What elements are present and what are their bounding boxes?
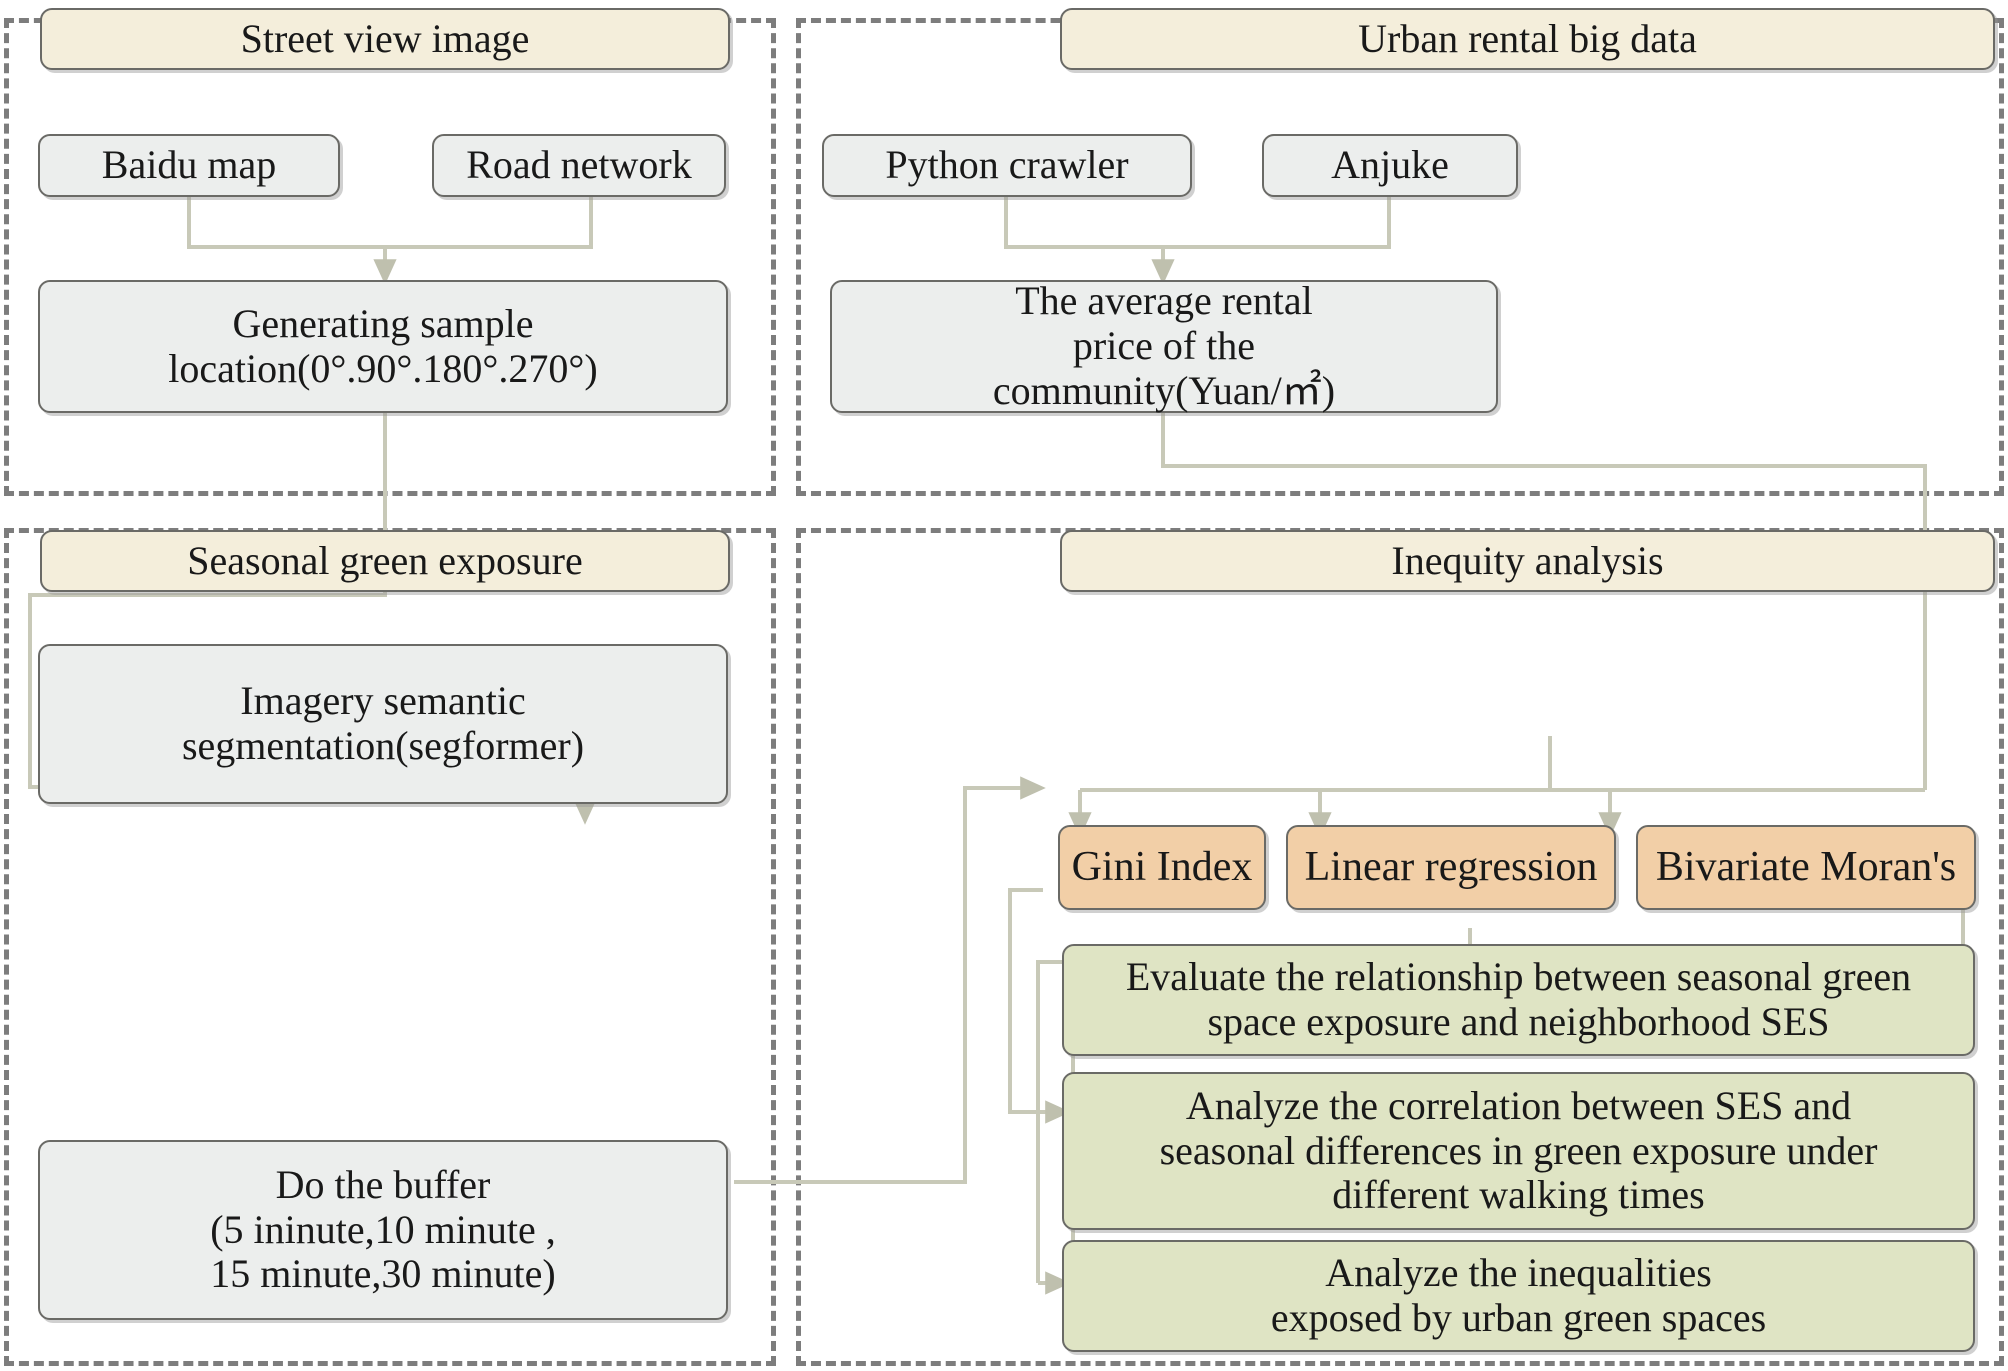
- group-header-street-view: Street view image: [40, 8, 730, 70]
- node-average-rental-price-label: The average rental price of the communit…: [992, 278, 1336, 413]
- group-frame-street-view: [4, 18, 776, 496]
- node-python-crawler[interactable]: Python crawler: [822, 134, 1192, 197]
- node-imagery-segmentation[interactable]: Imagery semantic segmentation(segformer): [38, 644, 728, 804]
- node-outcome-evaluate-label: Evaluate the relationship between season…: [1125, 954, 1912, 1044]
- node-anjuke[interactable]: Anjuke: [1262, 134, 1518, 197]
- node-gini-index-label: Gini Index: [1071, 843, 1253, 890]
- node-outcome-inequalities[interactable]: Analyze the inequalities exposed by urba…: [1062, 1240, 1975, 1352]
- node-anjuke-label: Anjuke: [1331, 142, 1449, 188]
- group-header-street-view-label: Street view image: [240, 15, 530, 61]
- group-header-inequity-label: Inequity analysis: [1391, 537, 1664, 583]
- node-outcome-correlation-label: Analyze the correlation between SES and …: [1159, 1082, 1878, 1218]
- node-outcome-correlation[interactable]: Analyze the correlation between SES and …: [1062, 1072, 1975, 1230]
- node-do-the-buffer[interactable]: Do the buffer (5 ininute,10 minute , 15 …: [38, 1140, 728, 1320]
- node-baidu-map-label: Baidu map: [101, 142, 277, 188]
- node-road-network-label: Road network: [466, 142, 692, 188]
- node-outcome-inequalities-label: Analyze the inequalities exposed by urba…: [1270, 1250, 1767, 1340]
- node-do-the-buffer-label: Do the buffer (5 ininute,10 minute , 15 …: [210, 1161, 556, 1297]
- node-generating-sample[interactable]: Generating sample location(0°.90°.180°.2…: [38, 280, 728, 413]
- group-header-seasonal-green-label: Seasonal green exposure: [187, 537, 583, 583]
- group-header-seasonal-green: Seasonal green exposure: [40, 530, 730, 592]
- node-road-network[interactable]: Road network: [432, 134, 726, 197]
- node-gini-index[interactable]: Gini Index: [1058, 825, 1266, 910]
- group-header-urban-rental: Urban rental big data: [1060, 8, 1995, 70]
- node-imagery-segmentation-label: Imagery semantic segmentation(segformer): [181, 678, 585, 768]
- node-python-crawler-label: Python crawler: [885, 142, 1129, 188]
- node-generating-sample-label: Generating sample location(0°.90°.180°.2…: [168, 300, 598, 391]
- node-outcome-evaluate[interactable]: Evaluate the relationship between season…: [1062, 944, 1975, 1056]
- node-average-rental-price[interactable]: The average rental price of the communit…: [830, 278, 1498, 413]
- node-linear-regression-label: Linear regression: [1304, 843, 1598, 890]
- group-header-urban-rental-label: Urban rental big data: [1358, 15, 1697, 61]
- node-bivariate-moran[interactable]: Bivariate Moran's: [1636, 825, 1976, 910]
- group-frame-urban-rental: [796, 18, 2004, 496]
- node-bivariate-moran-label: Bivariate Moran's: [1655, 843, 1957, 890]
- node-linear-regression[interactable]: Linear regression: [1286, 825, 1616, 910]
- group-header-inequity: Inequity analysis: [1060, 530, 1995, 592]
- node-baidu-map[interactable]: Baidu map: [38, 134, 340, 197]
